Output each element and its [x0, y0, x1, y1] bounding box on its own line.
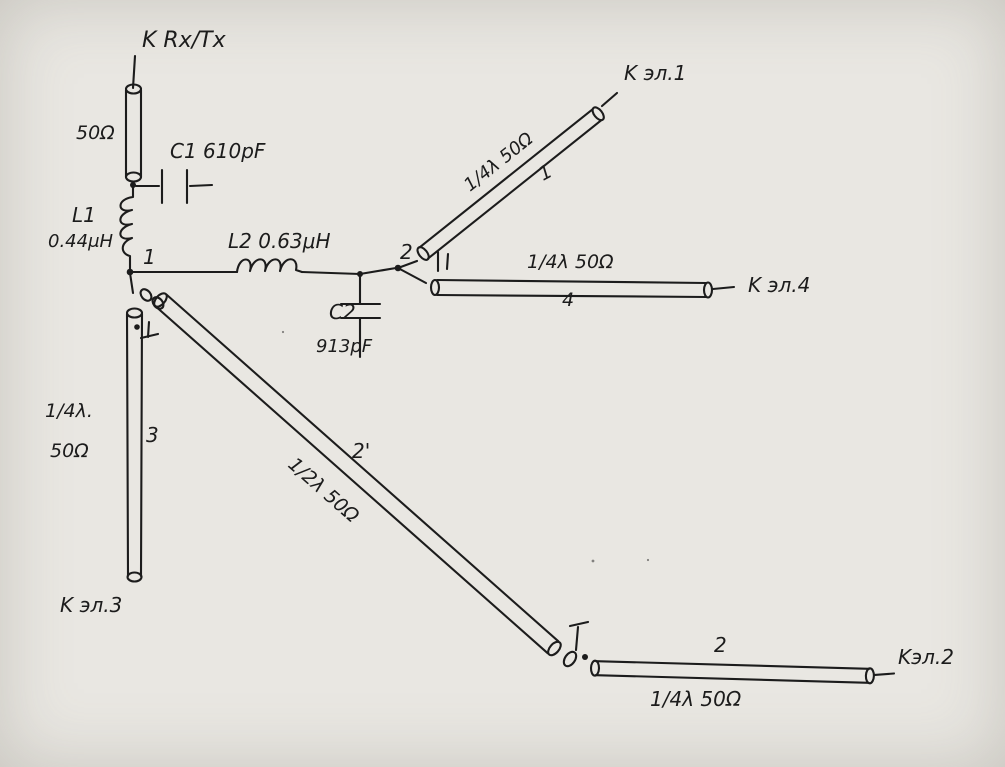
- wire-l2-c2tap: [300, 270, 362, 276]
- wire-c2tap-node2: [358, 266, 398, 276]
- label-line2-num: 2: [714, 633, 727, 657]
- label-line2p-spec: 1/2λ 50Ω: [284, 453, 364, 527]
- label-feed: K Rx/Tx: [142, 28, 227, 53]
- label-line3-num: 3: [146, 423, 159, 447]
- label-el1: K эл.1: [624, 61, 686, 85]
- junction-dot-bottom: [582, 654, 588, 660]
- capacitor-c1: [134, 168, 214, 205]
- label-el3: K эл.3: [60, 593, 122, 617]
- label-l1: L1: [72, 203, 96, 227]
- label-line3-spec-a: 1/4λ.: [45, 400, 93, 422]
- coax-line-2p: [153, 292, 562, 657]
- label-line4-spec: 1/4λ 50Ω: [527, 251, 614, 273]
- feed-wire: [131, 54, 137, 90]
- inductor-l1: [119, 184, 135, 271]
- label-line3-spec-b: 50Ω: [50, 440, 89, 462]
- label-el4: K эл.4: [748, 273, 810, 297]
- label-node1: 1: [143, 245, 156, 269]
- label-node2: 2: [400, 240, 413, 264]
- capacitor-c2: [339, 274, 382, 359]
- label-l2: L2 0.63μH: [228, 229, 331, 253]
- coax-line-1: [416, 106, 605, 261]
- coax-line-2: [589, 659, 896, 685]
- feed-coax-tube: [124, 83, 143, 183]
- coax-line-1-tail: [600, 91, 619, 108]
- wire-node1-down: [128, 271, 135, 295]
- label-c1: C1 610pF: [170, 139, 266, 163]
- scan-specks: [281, 330, 650, 563]
- junction-dot-line3: [134, 324, 140, 330]
- label-line1-num: 1: [535, 160, 556, 185]
- label-feed-coax-impedance: 50Ω: [76, 122, 115, 144]
- coax-line-4: [429, 278, 736, 299]
- label-c2-value: 913pF: [316, 336, 373, 357]
- bottom-junction-marks: [562, 620, 590, 668]
- label-el2: Kэл.2: [898, 645, 954, 669]
- inductor-l2: [235, 258, 304, 274]
- coax-line-3: [125, 307, 144, 583]
- label-line2p-num: 2': [352, 439, 370, 463]
- label-line4-num: 4: [562, 289, 574, 311]
- label-line2-spec: 1/4λ 50Ω: [650, 687, 742, 711]
- node2-connector-marks: [396, 250, 450, 285]
- node1-connector-marks: [139, 288, 165, 340]
- label-l1-value: 0.44μH: [48, 231, 114, 252]
- label-c2: C2: [329, 300, 356, 324]
